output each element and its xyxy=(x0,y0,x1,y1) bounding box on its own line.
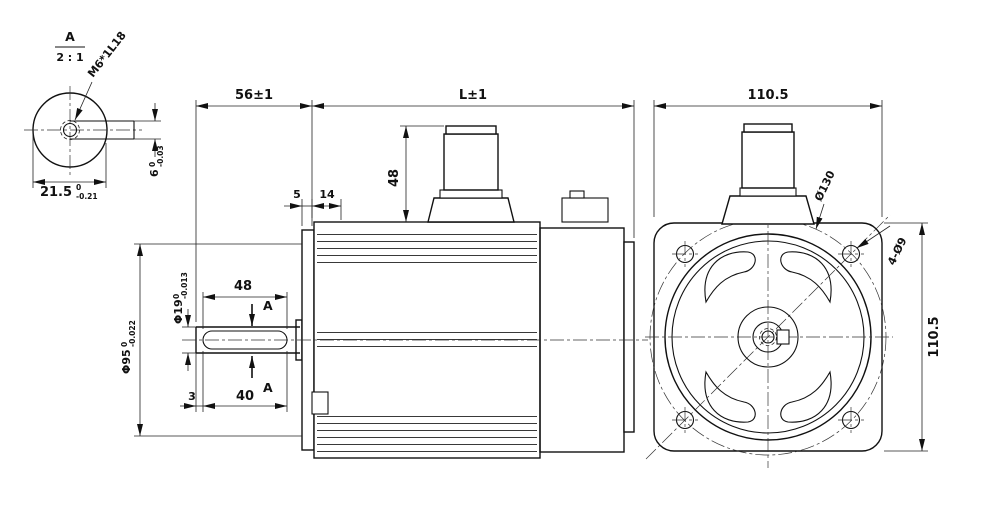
dim-6-nominal: 6 xyxy=(148,169,161,177)
section-a-top-label: A xyxy=(263,298,273,313)
connector-cap xyxy=(445,125,497,135)
dim-width-text: 110.5 xyxy=(747,88,788,103)
dimension-L: L±1 xyxy=(312,88,635,238)
fin-band-top xyxy=(317,228,537,268)
dim-bolt-circle-text: Ø130 xyxy=(812,168,838,203)
front-hub xyxy=(737,306,799,368)
section-arrows-a: A A xyxy=(249,298,273,395)
dim-height-text: 110.5 xyxy=(927,316,942,357)
center-tapped-hole xyxy=(761,330,775,344)
front-connector xyxy=(721,123,815,225)
dim-21-5-tol-lower: -0.21 xyxy=(76,192,98,201)
section-letter: A xyxy=(65,29,75,44)
dim-phi19-nominal: Φ19 xyxy=(172,299,185,324)
connector-base xyxy=(427,197,515,223)
side-view: 56±1 L±1 5 14 48 48 xyxy=(120,88,648,459)
dim-56-text: 56±1 xyxy=(235,88,273,103)
dim-phi95-tol-upper: 0 xyxy=(120,342,129,347)
connector-thread xyxy=(443,133,499,191)
leader-line xyxy=(74,81,93,121)
shaft-section-outline xyxy=(24,86,142,176)
shaft xyxy=(195,319,303,361)
connector-cap xyxy=(743,123,793,133)
dim-phi19-tol-upper: 0 xyxy=(172,294,181,299)
dim-48-keyway-text: 48 xyxy=(234,279,252,294)
front-diagonal xyxy=(645,214,891,460)
detail-view-label: A 2 : 1 xyxy=(55,29,85,64)
tapped-hole xyxy=(62,122,78,138)
connector-neck xyxy=(439,189,503,199)
dimension-3-40: 3 40 xyxy=(180,351,288,412)
thread-callout-text: M6*1L18 xyxy=(85,29,129,80)
section-a-bottom-label: A xyxy=(263,380,273,395)
motor-body xyxy=(301,190,635,459)
dim-phi95-nominal: Φ95 xyxy=(120,349,133,374)
dim-5-text: 5 xyxy=(293,188,301,201)
terminal-box xyxy=(561,197,609,223)
dim-mount-holes-text: 4-Ø9 xyxy=(885,235,909,267)
dim-21-5-tol-upper: 0 xyxy=(76,183,81,192)
terminal-box-nub xyxy=(569,190,585,199)
fin-band-middle xyxy=(317,330,537,351)
hub-boss-circle xyxy=(737,306,799,368)
mounting-hole xyxy=(672,241,698,267)
dimension-keyway-48: 48 xyxy=(202,279,288,329)
dim-6-tol-upper: 0 xyxy=(148,162,157,167)
callout-mount-holes: 4-Ø9 xyxy=(856,225,910,267)
scale-label: 2 : 1 xyxy=(56,51,83,64)
dimension-56: 56±1 xyxy=(195,88,313,322)
dim-14-text: 14 xyxy=(319,188,335,201)
detail-view-a: A 2 : 1 M6*1L18 21.5 0 -0.21 xyxy=(24,29,165,201)
key-section xyxy=(776,329,790,345)
dim-L-text: L±1 xyxy=(459,88,487,103)
dim-40-text: 40 xyxy=(236,389,254,404)
dim-48-connector-text: 48 xyxy=(387,169,402,187)
connector-base xyxy=(721,195,815,225)
dimension-6: 6 0 -0.03 xyxy=(134,103,165,177)
casting-webs xyxy=(704,251,832,423)
fin-band-bottom xyxy=(317,410,537,454)
bottom-feature xyxy=(311,391,329,415)
connector-neck xyxy=(739,187,797,197)
thread-callout: M6*1L18 xyxy=(74,29,129,121)
dim-3-text: 3 xyxy=(188,390,196,403)
connector-thread xyxy=(741,131,795,189)
dimension-front-height: 110.5 xyxy=(884,222,942,452)
mounting-hole xyxy=(838,407,864,433)
dimension-5-14: 5 14 xyxy=(284,188,342,226)
dim-6-tol-lower: -0.03 xyxy=(156,145,165,167)
dimension-pilot-dia: Φ95 0 -0.022 xyxy=(120,243,302,437)
dimension-front-width: 110.5 xyxy=(653,88,883,217)
center-thread-circle xyxy=(759,328,777,346)
callout-bolt-circle: Ø130 xyxy=(812,168,838,230)
rear-cap xyxy=(623,241,635,433)
front-view: 110.5 110.5 Ø130 4-Ø9 xyxy=(645,88,942,468)
dimension-shaft-dia: Φ19 0 -0.013 xyxy=(172,272,196,371)
dim-phi19-tol-lower: -0.013 xyxy=(180,272,189,299)
side-connector xyxy=(427,125,515,223)
dimension-21-5: 21.5 0 -0.21 xyxy=(32,134,107,201)
dim-21-5-nominal: 21.5 xyxy=(40,185,72,200)
dimension-connector-48: 48 xyxy=(387,125,444,223)
dim-phi95-tol-lower: -0.022 xyxy=(128,320,137,347)
